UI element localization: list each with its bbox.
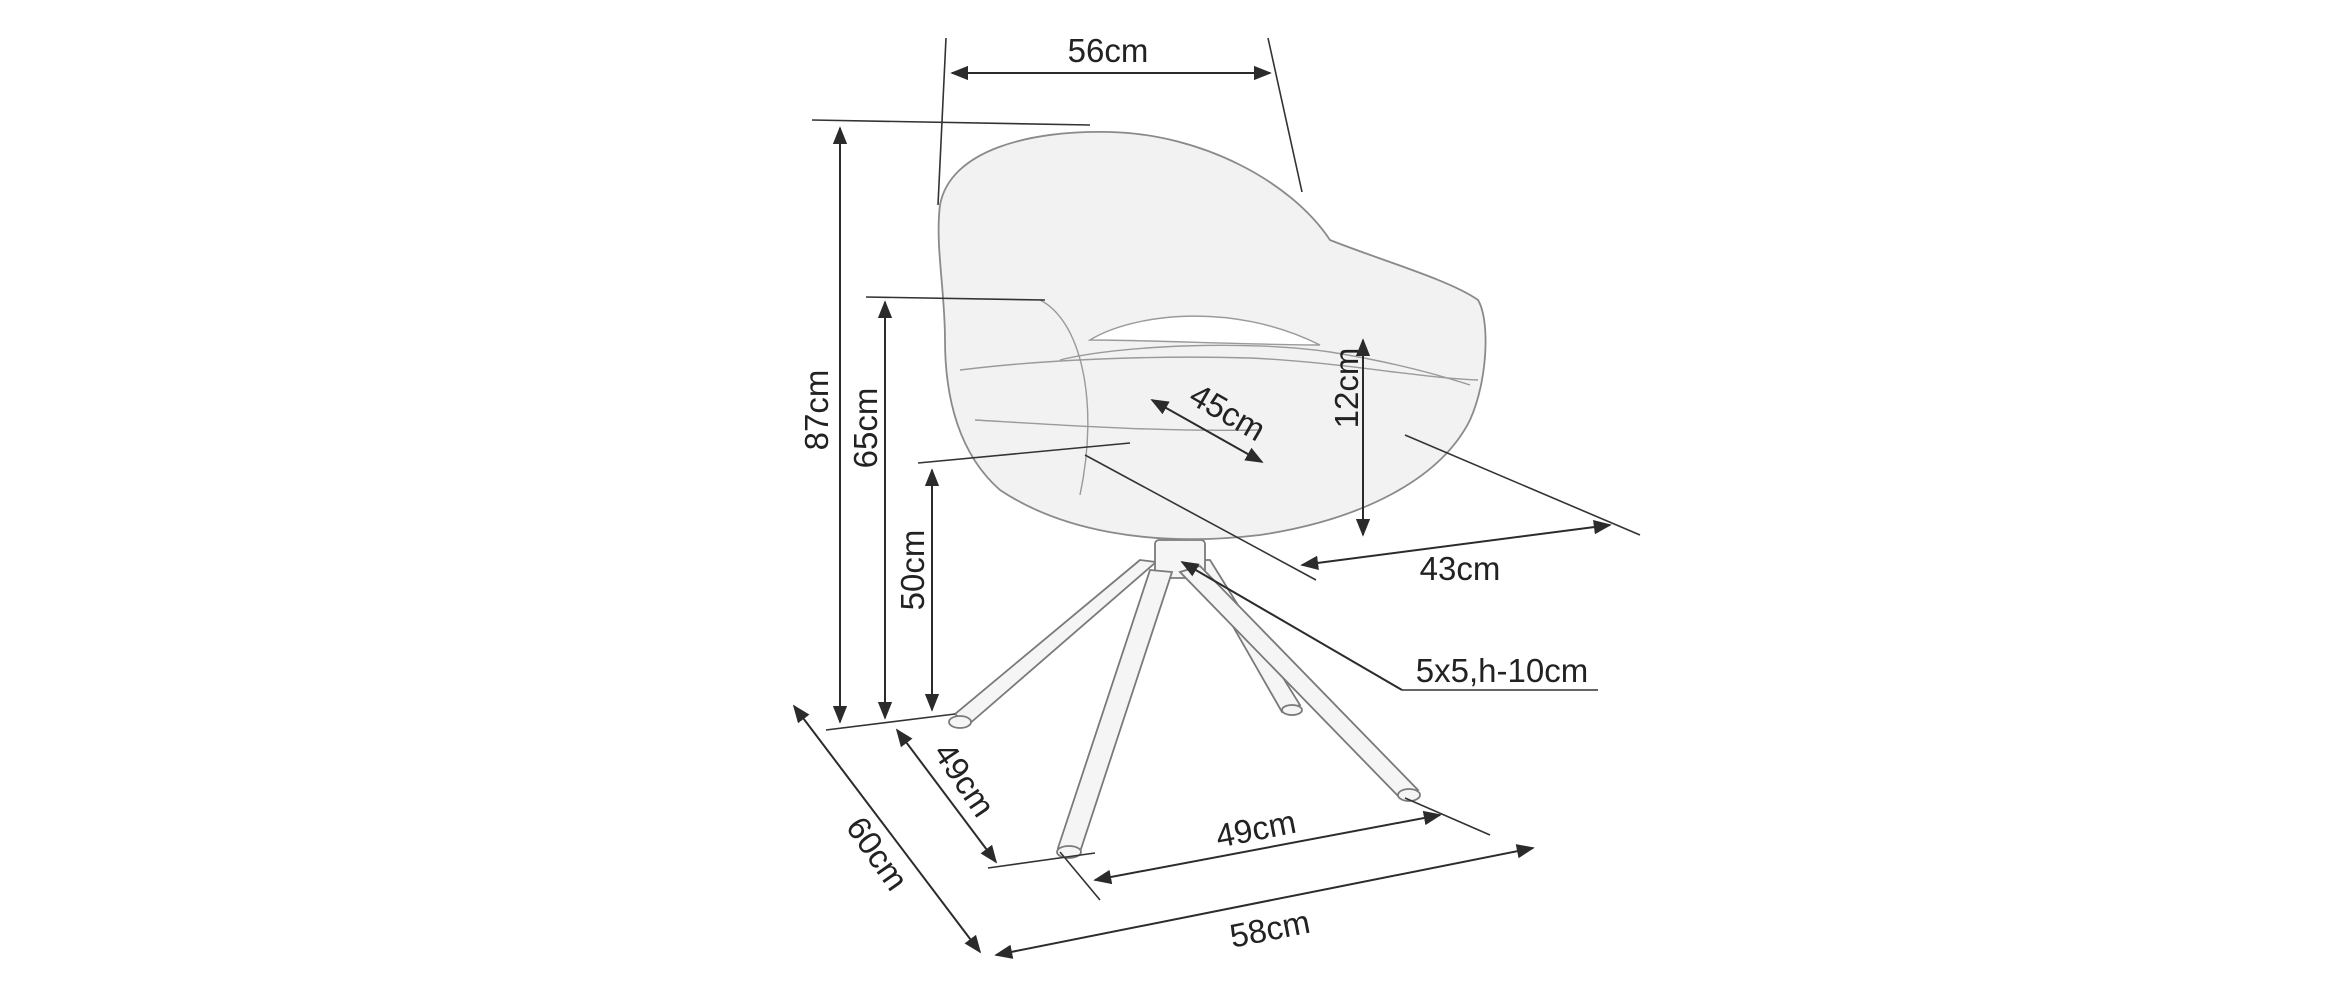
chair-foot-4 — [1281, 704, 1303, 716]
chair-armrest-left — [1039, 299, 1089, 496]
label-seat-width: 43cm — [1420, 550, 1501, 587]
label-seat-height: 50cm — [894, 530, 931, 611]
label-back-width: 56cm — [1068, 32, 1149, 69]
chair-foot-2 — [1397, 788, 1421, 802]
chair-leg-front-left — [1056, 569, 1174, 854]
label-base-plate: 5x5,h-10cm — [1416, 652, 1588, 689]
chair-foot-3 — [948, 715, 972, 729]
label-leg-width: 49cm — [1213, 803, 1299, 855]
chair-back-opening — [1087, 315, 1321, 346]
label-armrest-height: 65cm — [847, 388, 884, 469]
label-total-height: 87cm — [798, 370, 835, 451]
label-leg-depth: 49cm — [927, 736, 1003, 824]
chair-leg-front-right — [1178, 564, 1420, 800]
chair-illustration — [937, 130, 1487, 859]
chair-seat-cushion — [1059, 344, 1471, 386]
chair-seam-1 — [959, 356, 1479, 381]
dimension-lines — [792, 37, 1641, 959]
label-armrest-gap: 12cm — [1328, 348, 1365, 429]
label-total-width: 58cm — [1227, 903, 1313, 955]
